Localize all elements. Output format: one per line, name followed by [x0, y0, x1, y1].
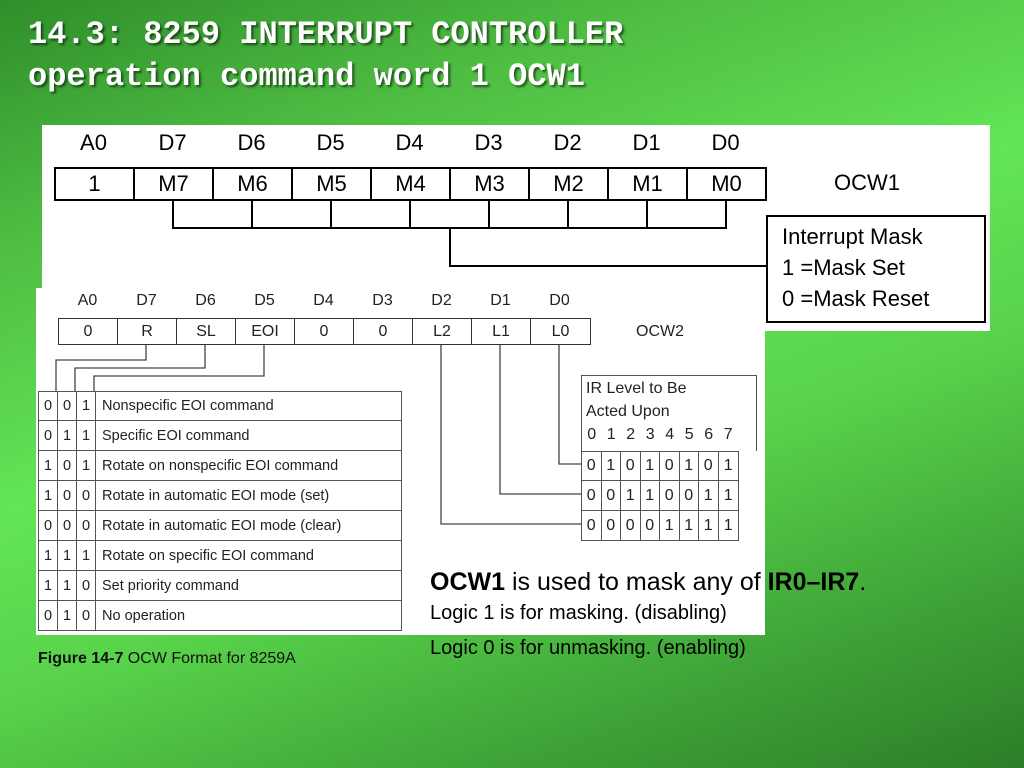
ocw1-bracket-tick — [725, 201, 727, 229]
ocw2-label: OCW2 — [636, 323, 684, 340]
ocw2-cell-l2: L2 — [412, 318, 471, 345]
command-row: 0 1 0 No operation — [38, 601, 402, 631]
interrupt-mask-box: Interrupt Mask 1 =Mask Set 0 =Mask Reset — [766, 215, 986, 323]
ocw2-header-a0: A0 — [77, 292, 98, 309]
mask-set-text: 1 =Mask Set — [782, 255, 905, 280]
ocw1-note-line-1: OCW1 is used to mask any of IR0–IR7. — [430, 568, 867, 596]
figure-caption-label: Figure 14-7 — [38, 650, 124, 667]
ocw1-bracket-tick — [172, 201, 174, 229]
slide-title-line-1: 14.3: 8259 INTERRUPT CONTROLLER — [28, 16, 624, 53]
ocw1-cell-a0: 1 — [54, 167, 133, 201]
ocw2-cell-l1: L1 — [471, 318, 530, 345]
ocw2-cell-a0: 0 — [58, 318, 117, 345]
ocw1-note-line-3: Logic 0 is for unmasking. (enabling) — [430, 637, 746, 659]
ocw1-header-d3: D3 — [474, 130, 503, 155]
ocw1-connector-vertical — [449, 227, 451, 267]
command-row: 0 0 0 Rotate in automatic EOI mode (clea… — [38, 511, 402, 541]
ocw1-cell-m6: M6 — [212, 167, 291, 201]
slide-title: 14.3: 8259 INTERRUPT CONTROLLER operatio… — [28, 14, 623, 98]
command-row: 1 1 0 Set priority command — [38, 571, 402, 601]
ocw2-cell-eoi: EOI — [235, 318, 294, 345]
ocw1-cell-m1: M1 — [607, 167, 686, 201]
command-row: 1 0 1 Rotate on nonspecific EOI command — [38, 451, 402, 481]
ocw2-cell-d4: 0 — [294, 318, 353, 345]
ocw1-bracket-tick — [330, 201, 332, 229]
ocw2-diagram: A0 D7 D6 D5 D4 D3 D2 D1 D0 0 R SL EOI 0 … — [36, 288, 765, 635]
ocw1-cell-m0: M0 — [686, 167, 767, 201]
ocw1-cell-m3: M3 — [449, 167, 528, 201]
ocw1-header-a0: A0 — [80, 130, 107, 155]
ir-level-title-1: IR Level to Be — [586, 380, 687, 397]
ir-level-numbers: 0 1 2 3 4 5 6 7 — [587, 426, 733, 443]
ocw1-bracket-tick — [488, 201, 490, 229]
ocw1-header-d7: D7 — [158, 130, 187, 155]
ocw1-connector-horizontal — [449, 265, 767, 267]
ocw1-cell-m7: M7 — [133, 167, 212, 201]
ocw2-cell-r: R — [117, 318, 176, 345]
ocw1-cell-m4: M4 — [370, 167, 449, 201]
figure-caption: Figure 14-7 OCW Format for 8259A — [38, 650, 296, 668]
ocw2-cell-sl: SL — [176, 318, 235, 345]
ir-level-header: IR Level to Be Acted Upon 0 1 2 3 4 5 6 … — [581, 375, 757, 451]
ocw1-header-d1: D1 — [632, 130, 661, 155]
ocw2-cell-l0: L0 — [530, 318, 591, 345]
ocw1-header-d4: D4 — [395, 130, 424, 155]
ocw2-header-d6: D6 — [195, 292, 216, 309]
ocw2-header-d2: D2 — [431, 292, 452, 309]
ocw2-header-d5: D5 — [254, 292, 275, 309]
interrupt-mask-title: Interrupt Mask — [782, 224, 923, 249]
ir-level-title-2: Acted Upon — [586, 403, 670, 420]
ocw2-cell-d3: 0 — [353, 318, 412, 345]
mask-reset-text: 0 =Mask Reset — [782, 286, 930, 311]
ocw1-bracket-tick — [409, 201, 411, 229]
command-row: 1 0 0 Rotate in automatic EOI mode (set) — [38, 481, 402, 511]
ocw2-connector-lines — [55, 345, 581, 525]
ocw1-header-d2: D2 — [553, 130, 582, 155]
ocw1-cell-m5: M5 — [291, 167, 370, 201]
ocw1-header-d6: D6 — [237, 130, 266, 155]
figure-caption-text: OCW Format for 8259A — [123, 650, 296, 667]
ocw1-cell-m2: M2 — [528, 167, 607, 201]
ocw1-bracket-tick — [251, 201, 253, 229]
ocw2-header-d0: D0 — [549, 292, 570, 309]
ocw2-header-d4: D4 — [313, 292, 334, 309]
slide-title-line-2: operation command word 1 OCW1 — [28, 58, 585, 95]
ocw1-header-d0: D0 — [711, 130, 740, 155]
ocw2-header-d7: D7 — [136, 292, 157, 309]
command-row: 0 0 1 Nonspecific EOI command — [38, 391, 402, 421]
ocw1-bracket-tick — [646, 201, 648, 229]
ocw1-header-d5: D5 — [316, 130, 345, 155]
ocw2-header-d1: D1 — [490, 292, 511, 309]
ocw2-header-d3: D3 — [372, 292, 393, 309]
ocw1-label: OCW1 — [834, 170, 900, 195]
command-row: 1 1 1 Rotate on specific EOI command — [38, 541, 402, 571]
ocw1-note-line-2: Logic 1 is for masking. (disabling) — [430, 602, 727, 624]
command-row: 0 1 1 Specific EOI command — [38, 421, 402, 451]
ocw1-bracket-tick — [567, 201, 569, 229]
